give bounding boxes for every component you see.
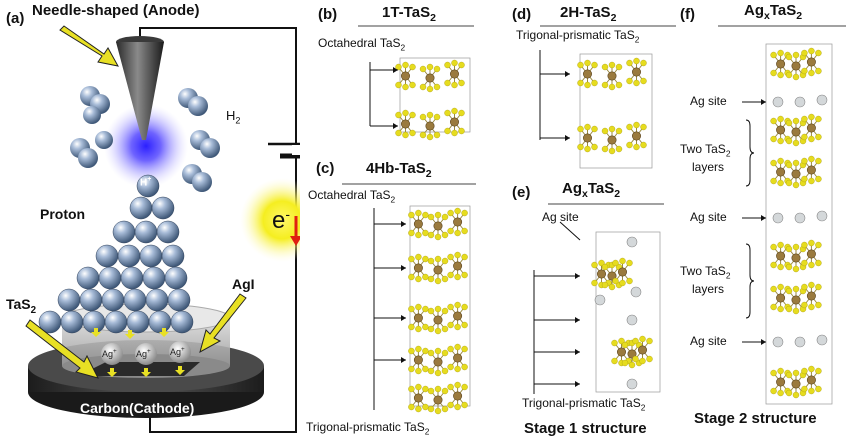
panel-f-ag-site-1: Ag site: [690, 94, 727, 108]
cathode-label: Carbon(Cathode): [80, 400, 195, 416]
panel-a-label: (a): [6, 10, 25, 27]
panel-a-drawing: [25, 25, 300, 433]
panel-b-title: 1T-TaS2: [382, 4, 436, 24]
electron-label: e-: [272, 206, 291, 234]
panel-f-label: (f): [680, 6, 695, 23]
panel-f-two-layers-2a: Two TaS2: [680, 264, 731, 281]
panel-f-title: AgxTaS2: [744, 2, 803, 22]
proton-top-symbol: H+: [140, 176, 152, 189]
ag-ions: [101, 341, 191, 365]
panel-b-label: (b): [318, 6, 338, 23]
panel-c-label: (c): [316, 160, 335, 177]
panel-f-two-layers-1b: layers: [692, 160, 725, 174]
stage-1-label: Stage 1 structure: [524, 420, 647, 437]
ag-ion-label-2: Ag+: [136, 348, 151, 359]
panel-c-note-bottom: Trigonal-prismatic TaS2: [306, 420, 430, 437]
h2-label: H2: [226, 108, 241, 126]
panel-c-note-top: Octahedral TaS2: [308, 188, 396, 205]
panel-e-title: AgxTaS2: [562, 180, 621, 200]
panel-f-ag-site-2: Ag site: [690, 210, 727, 224]
needle-anode: [116, 42, 164, 140]
agi-label: AgI: [232, 276, 255, 292]
panel-e-ag-site: Ag site: [542, 210, 579, 224]
panel-e-label: (e): [512, 184, 531, 201]
plasma-glow: [104, 104, 188, 188]
ag-ion-label-3: Ag+: [170, 346, 185, 357]
panel-d-note: Trigonal-prismatic TaS2: [516, 28, 640, 45]
proton-pile: [38, 174, 194, 334]
panel-f-ag-site-3: Ag site: [690, 334, 727, 348]
tas2-label: TaS2: [6, 296, 37, 316]
h2-molecules: [70, 86, 220, 192]
panel-f-two-layers-1a: Two TaS2: [680, 142, 731, 159]
needle-pointer-arrow: [59, 25, 119, 67]
panel-c-title: 4Hb-TaS2: [366, 160, 432, 180]
stage-2-label: Stage 2 structure: [694, 410, 817, 427]
panel-e-note: Trigonal-prismatic TaS2: [522, 396, 646, 413]
ag-ion-label-1: Ag+: [102, 348, 117, 359]
panel-b-note: Octahedral TaS2: [318, 36, 406, 53]
panel-d-label: (d): [512, 6, 532, 23]
needle-anode-title: Needle-shaped (Anode): [32, 2, 200, 19]
electron-glow: [240, 178, 300, 262]
proton-label: Proton: [40, 206, 86, 222]
panel-f-two-layers-2b: layers: [692, 282, 725, 296]
panel-d-title: 2H-TaS2: [560, 4, 617, 24]
ag-migration-arrows: [91, 328, 185, 377]
agi-pointer-arrow: [199, 293, 247, 354]
tas2-pointer-arrow: [25, 319, 99, 379]
